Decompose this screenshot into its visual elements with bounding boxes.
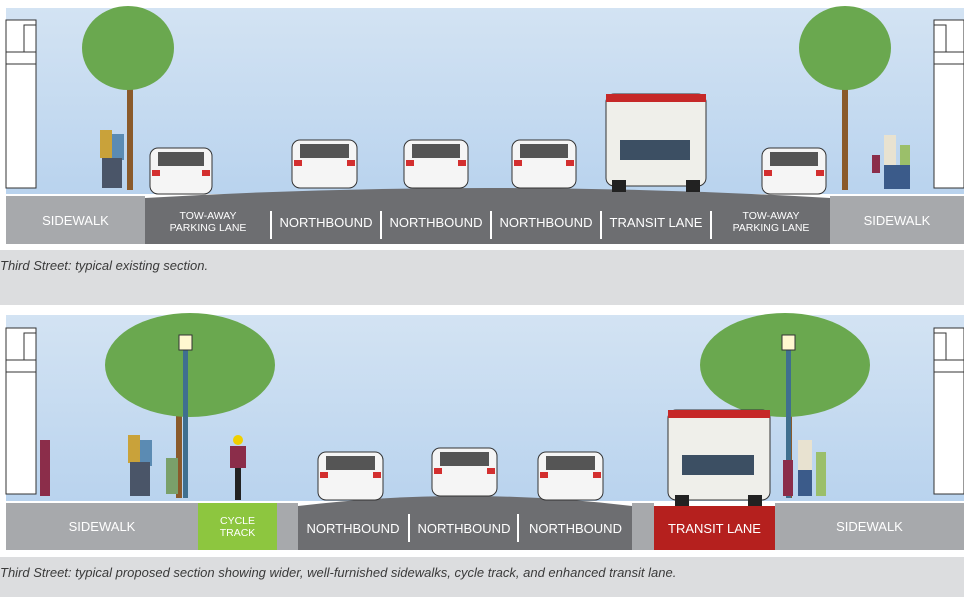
lane-label: TOW-AWAY PARKING LANE (169, 210, 247, 234)
pedestrians-left (40, 435, 178, 496)
lane-label: SIDEWALK (42, 212, 109, 228)
lane-divider (710, 211, 712, 239)
lane-northbound-3: NORTHBOUND (519, 506, 632, 550)
buffer (277, 503, 298, 550)
lane-label: SIDEWALK (68, 519, 136, 534)
pedestrians-right (783, 440, 826, 496)
lane-sidewalk-right: SIDEWALK (775, 503, 964, 550)
median (632, 503, 654, 550)
bus-transit (667, 409, 771, 507)
lane-transit: TRANSIT LANE (654, 506, 775, 550)
caption-text: Third Street: typical existing section. (0, 258, 209, 273)
car-northbound-1 (317, 451, 384, 501)
lane-northbound-2: NORTHBOUND (382, 200, 490, 244)
car-parking-left (149, 147, 213, 195)
building-right (933, 327, 964, 495)
lane-label: SIDEWALK (863, 212, 931, 228)
existing-caption: Third Street: typical existing section. (0, 250, 964, 305)
building-left (5, 327, 37, 495)
lane-label: NORTHBOUND (499, 214, 593, 230)
lane-label: NORTHBOUND (306, 520, 400, 536)
lane-sidewalk-left: SIDEWALK (6, 503, 198, 550)
lane-northbound-3: NORTHBOUND (492, 200, 600, 244)
lane-parking-left: TOW-AWAY PARKING LANE (145, 200, 271, 244)
lane-divider (490, 211, 492, 239)
lane-northbound-2: NORTHBOUND (410, 506, 518, 550)
lane-divider (408, 514, 410, 542)
road-crown (145, 188, 830, 244)
proposed-caption: Third Street: typical proposed section s… (0, 557, 964, 597)
lane-divider (600, 211, 602, 239)
lane-divider (270, 211, 272, 239)
car-northbound-3 (511, 139, 577, 189)
pedestrians-right (872, 135, 910, 189)
lane-label: CYCLE TRACK (219, 514, 256, 539)
lane-divider (380, 211, 382, 239)
caption-text: Third Street: typical proposed section s… (0, 565, 677, 580)
lane-label: NORTHBOUND (417, 520, 511, 536)
bus-transit (605, 93, 707, 192)
lane-label: TRANSIT LANE (609, 214, 703, 230)
car-northbound-3 (537, 451, 604, 501)
lane-label: NORTHBOUND (529, 520, 622, 536)
lane-cycle-track: CYCLE TRACK (198, 503, 277, 550)
street-lamp-right (781, 334, 796, 498)
pedestrians-left (100, 130, 124, 188)
lane-northbound-1: NORTHBOUND (298, 506, 408, 550)
lane-label: TOW-AWAY PARKING LANE (732, 210, 810, 234)
existing-section-illustration (5, 6, 964, 244)
tree-left (105, 313, 275, 498)
car-northbound-2 (403, 139, 469, 189)
lane-label: SIDEWALK (836, 519, 903, 534)
lane-transit: TRANSIT LANE (602, 200, 710, 244)
lane-sidewalk-right: SIDEWALK (830, 196, 964, 244)
cyclist (230, 435, 246, 500)
lane-label: TRANSIT LANE (668, 520, 761, 536)
lane-divider (517, 514, 519, 542)
lane-label: NORTHBOUND (279, 214, 373, 230)
tree-left (82, 6, 174, 190)
street-lamp-left (178, 334, 193, 498)
lane-parking-right: TOW-AWAY PARKING LANE (712, 200, 830, 244)
lane-sidewalk-left: SIDEWALK (6, 196, 145, 244)
building-right (933, 19, 964, 189)
road-crown (298, 496, 632, 550)
lane-northbound-1: NORTHBOUND (272, 200, 380, 244)
lane-label: NORTHBOUND (389, 214, 483, 230)
car-northbound-2 (431, 447, 498, 497)
car-northbound-1 (291, 139, 358, 189)
car-parking-right (761, 147, 827, 195)
building-left (5, 19, 37, 189)
tree-right (799, 6, 891, 190)
